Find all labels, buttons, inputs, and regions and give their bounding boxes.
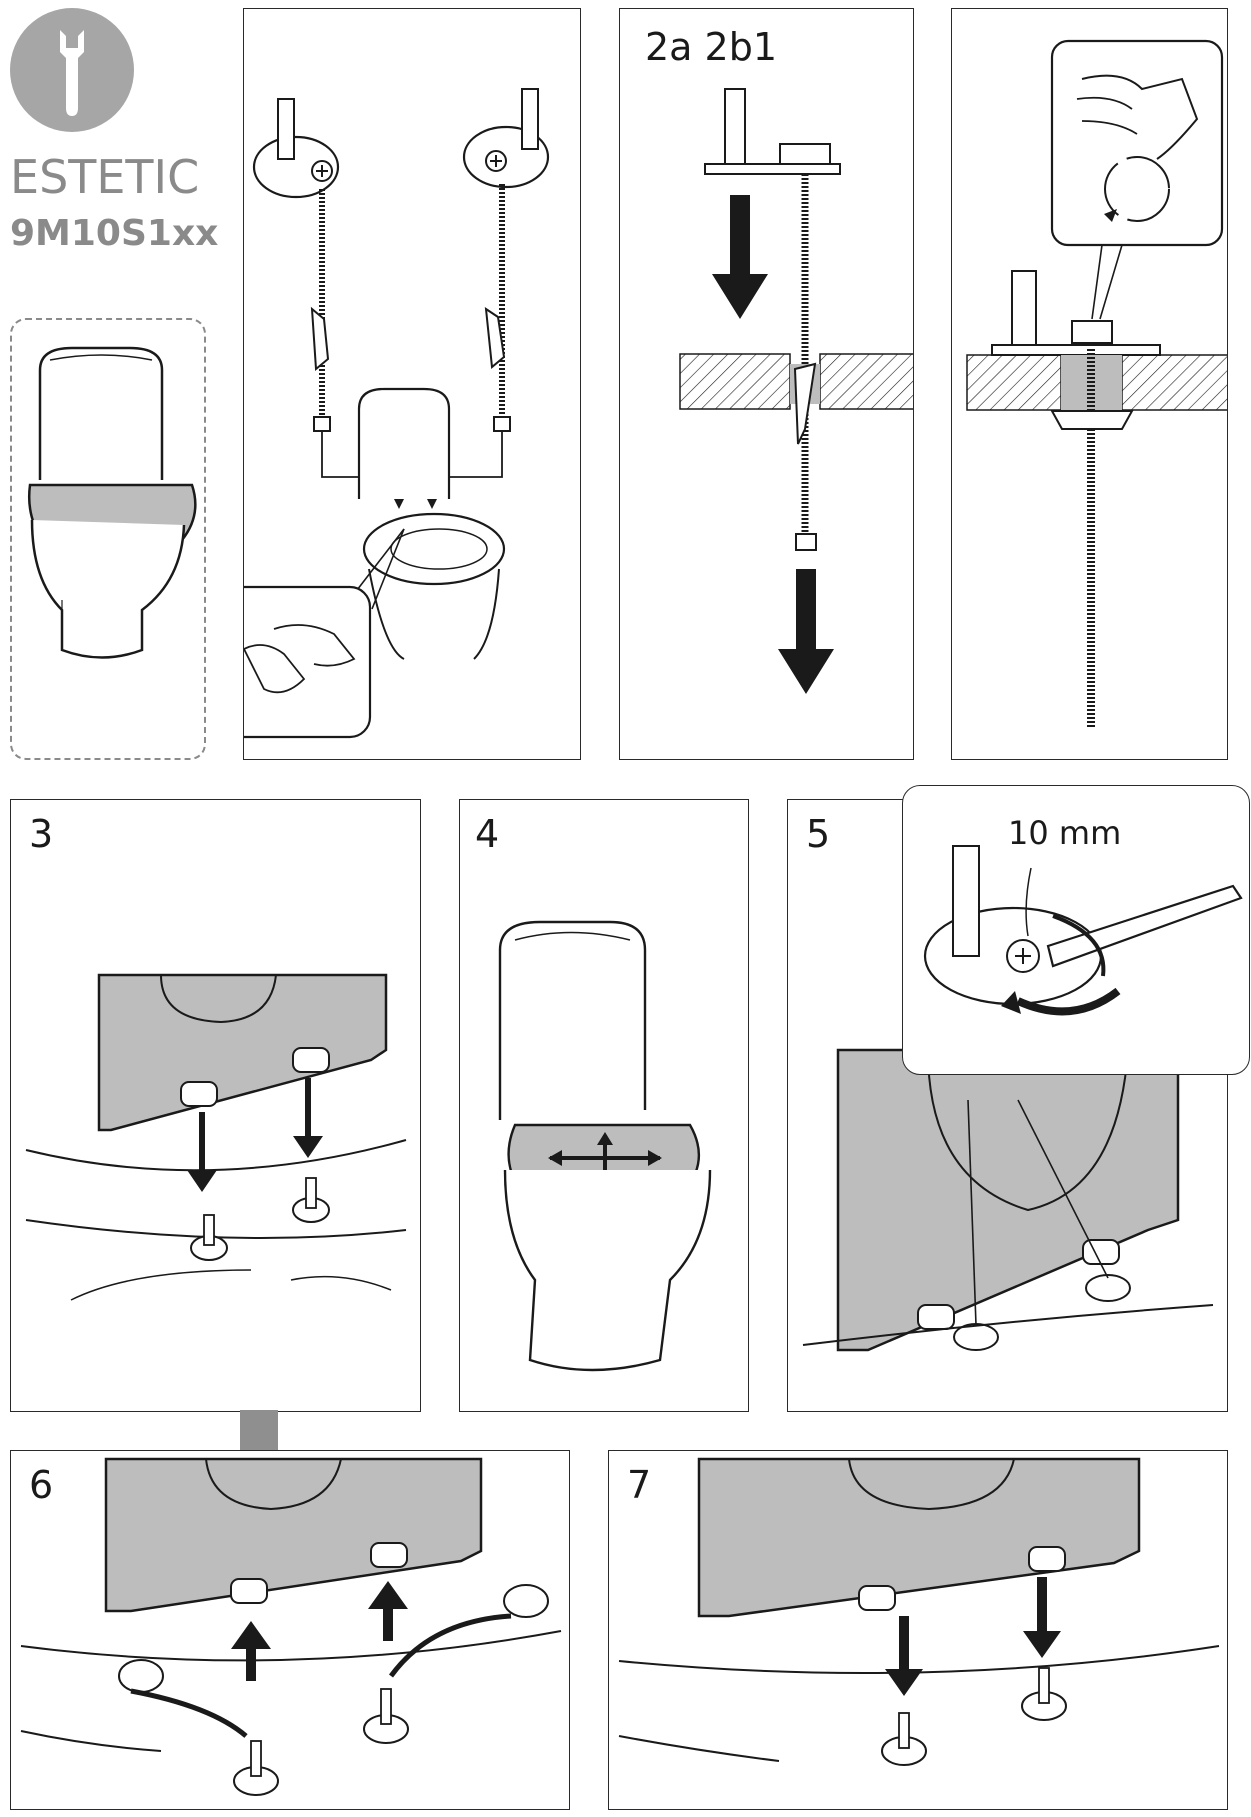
step-1-panel	[243, 8, 581, 760]
wrench-badge	[10, 8, 134, 132]
final-seat-illustration	[618, 1457, 1220, 1766]
step-4-label: 4	[475, 812, 500, 856]
up-arrow-icon-2	[368, 1581, 408, 1641]
down-arrow-icon-6	[1023, 1577, 1061, 1658]
model-number: 9M10S1xx	[10, 213, 219, 254]
step-3-label: 3	[29, 812, 54, 856]
wrench-size-label: 10 mm	[1008, 814, 1122, 852]
down-arrow-icon-2	[778, 569, 834, 694]
connector-bar	[240, 1410, 278, 1450]
seat-placement-illustration	[25, 973, 407, 1301]
wrench-icon	[60, 30, 84, 116]
step-7-panel: 7	[608, 1450, 1228, 1810]
arrow-left-icon	[548, 1150, 562, 1166]
wrench-tighten-illustration	[923, 845, 1243, 1016]
step-5-label: 5	[806, 812, 831, 856]
step-4-panel: 4	[459, 799, 749, 1412]
cover-caps-illustration	[20, 1457, 562, 1796]
step-2-panel: 2a 2b1	[619, 8, 914, 760]
brand-name: ESTETIC	[10, 150, 200, 204]
step-6-panel: 6	[10, 1450, 570, 1810]
toilet-overview-illustration	[28, 346, 197, 659]
rotate-arrow-icon	[1001, 991, 1021, 1014]
tighten-nut-illustration	[966, 39, 1227, 729]
down-arrow-icon	[712, 195, 768, 319]
tighten-panel	[951, 8, 1228, 760]
seat-adjust-illustration	[498, 920, 712, 1372]
product-overview-box	[10, 318, 206, 760]
arrow-right-icon	[648, 1150, 662, 1166]
down-arrow-icon-4	[293, 1078, 323, 1158]
down-arrow-icon-5	[885, 1616, 923, 1696]
up-arrow-icon	[231, 1621, 271, 1681]
tighten-hinge-illustration	[802, 1048, 1214, 1352]
step-6-label: 6	[29, 1463, 54, 1507]
step-3-panel: 3	[10, 799, 421, 1412]
arrow-up-icon	[597, 1132, 613, 1145]
bolt-insertion-illustration	[679, 88, 913, 694]
step-7-label: 7	[627, 1463, 652, 1507]
wrench-callout: 10 mm	[902, 785, 1250, 1075]
step-2-label: 2a 2b1	[645, 25, 778, 69]
down-arrow-icon-3	[187, 1112, 217, 1192]
bolt-install-illustration	[244, 88, 550, 739]
